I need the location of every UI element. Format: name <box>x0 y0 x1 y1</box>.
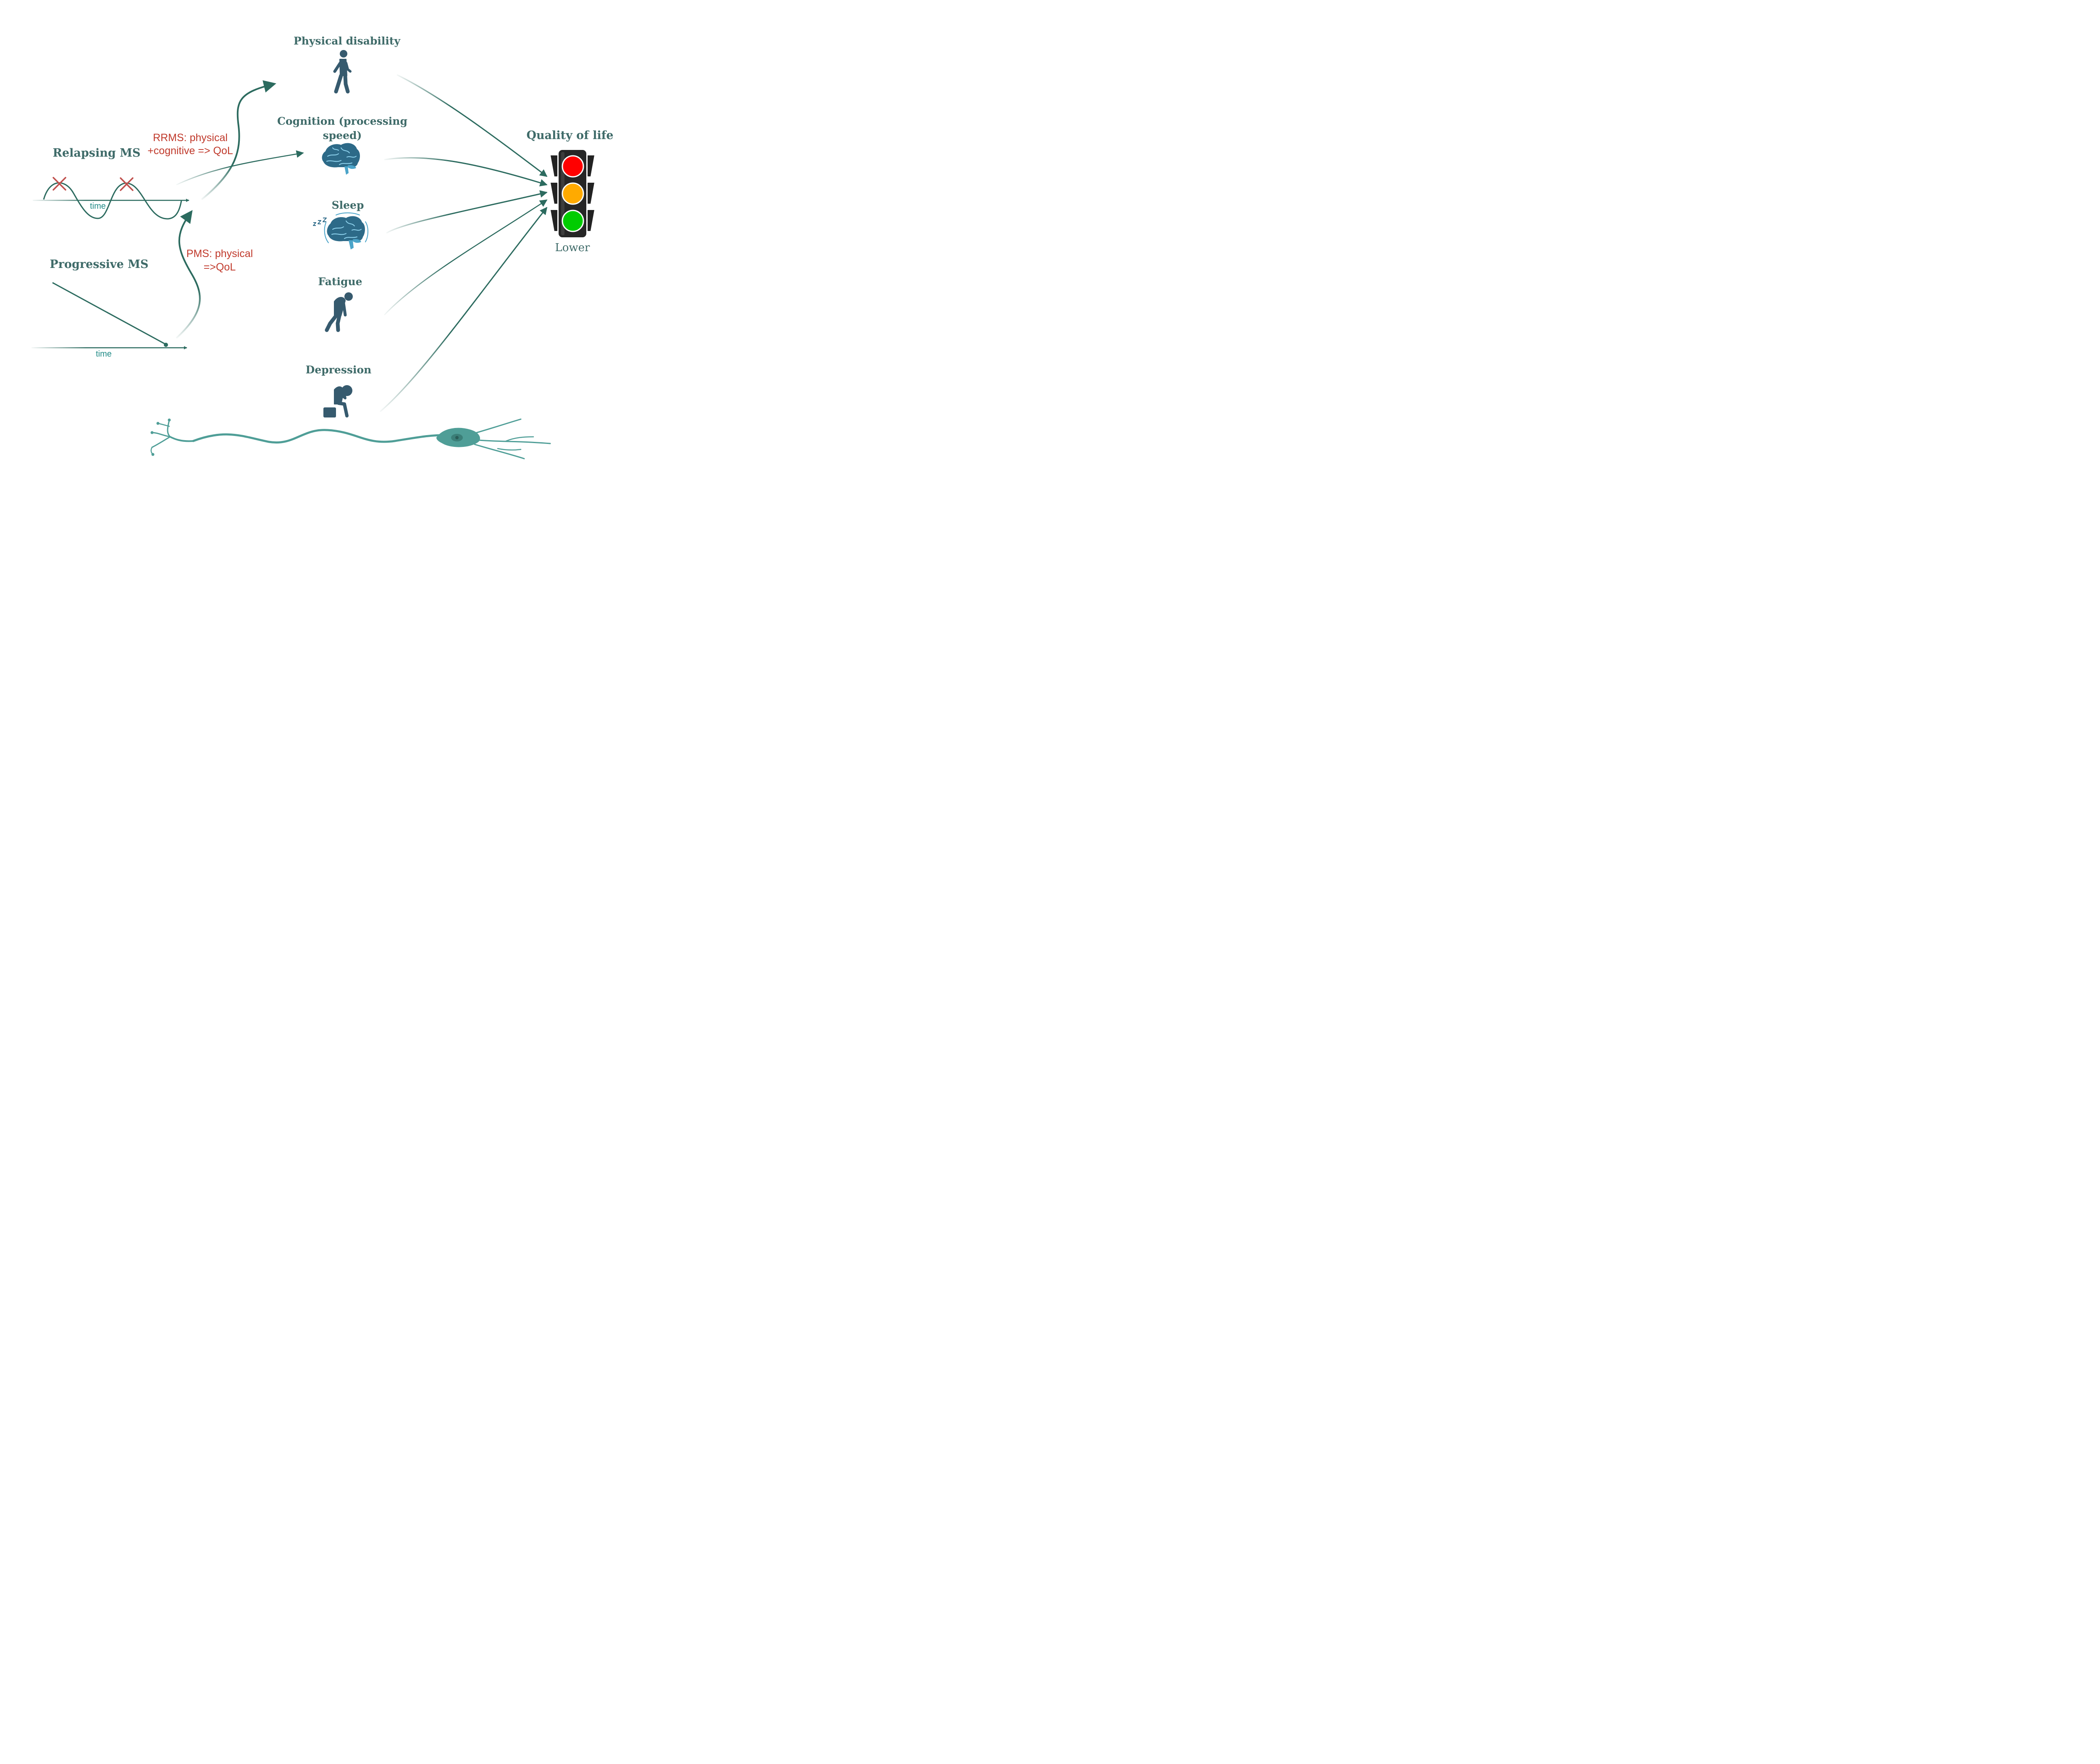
green-light <box>562 210 584 232</box>
diagram-canvas: Relapsing MS time Progressive MS time RR… <box>32 35 614 459</box>
progressive-time-label: time <box>96 349 112 359</box>
relapse-cross-icon <box>120 177 134 191</box>
progressive-ms-title: Progressive MS <box>50 258 148 271</box>
neuron-icon <box>150 418 551 459</box>
progressive-ms-panel: Progressive MS time <box>32 258 187 359</box>
factor-sleep: Sleep <box>313 199 368 249</box>
rrms-cognitive-arrow <box>176 150 304 186</box>
pms-pathway-label-line1: PMS: physical <box>186 248 253 260</box>
factor-label-line1: Cognition (processing <box>277 115 407 127</box>
physical-to-qol-arrow <box>396 74 548 177</box>
qol-arrows <box>380 74 548 412</box>
progressive-endpoint <box>164 343 168 347</box>
fatigue-to-qol-arrow <box>384 199 548 315</box>
qol-level-label: Lower <box>555 242 591 254</box>
diagram: Relapsing MS time Progressive MS time RR… <box>0 0 650 462</box>
progressive-decline-line <box>52 282 166 345</box>
relapsing-ms-title: Relapsing MS <box>53 147 141 160</box>
rrms-pathway-label-line2: +cognitive => QoL <box>147 145 233 157</box>
factor-fatigue: Fatigue <box>318 276 362 332</box>
rrms-pathway-label-line1: RRMS: physical <box>153 132 228 144</box>
factor-label: Fatigue <box>318 276 362 288</box>
relapsing-time-label: time <box>90 202 106 211</box>
pms-physical-arrow <box>176 210 201 339</box>
depressed-person-icon <box>323 385 352 417</box>
quality-of-life-panel: Quality of life Lower <box>526 129 613 254</box>
factor-depression: Depression <box>306 364 372 417</box>
relapsing-ms-panel: Relapsing MS time <box>33 147 189 220</box>
rrms-physical-arrow <box>201 80 276 200</box>
brain-icon <box>322 143 360 175</box>
sleeping-brain-icon <box>313 212 368 249</box>
cognition-to-qol-arrow <box>384 157 548 186</box>
factor-label: Depression <box>306 364 372 376</box>
traffic-light-icon <box>551 150 594 237</box>
factor-label-line2: speed) <box>323 129 362 142</box>
amber-light <box>562 182 584 205</box>
depression-to-qol-arrow <box>380 207 548 412</box>
walking-person-icon <box>333 50 352 94</box>
sleep-to-qol-arrow <box>386 190 548 234</box>
factor-cognition: Cognition (processing speed) <box>277 115 407 175</box>
pathway-arrows <box>176 80 304 339</box>
qol-title: Quality of life <box>526 129 613 142</box>
pms-pathway-label-line2: =>QoL <box>204 261 236 273</box>
factor-physical-disability: Physical disability <box>294 35 401 94</box>
factor-label: Sleep <box>332 199 364 211</box>
relapsing-course-wave <box>43 182 182 220</box>
relapse-cross-icon <box>52 177 66 191</box>
tired-person-icon <box>325 292 353 332</box>
zzz-icon <box>313 218 327 226</box>
factor-label: Physical disability <box>294 35 401 47</box>
red-light <box>562 155 584 178</box>
